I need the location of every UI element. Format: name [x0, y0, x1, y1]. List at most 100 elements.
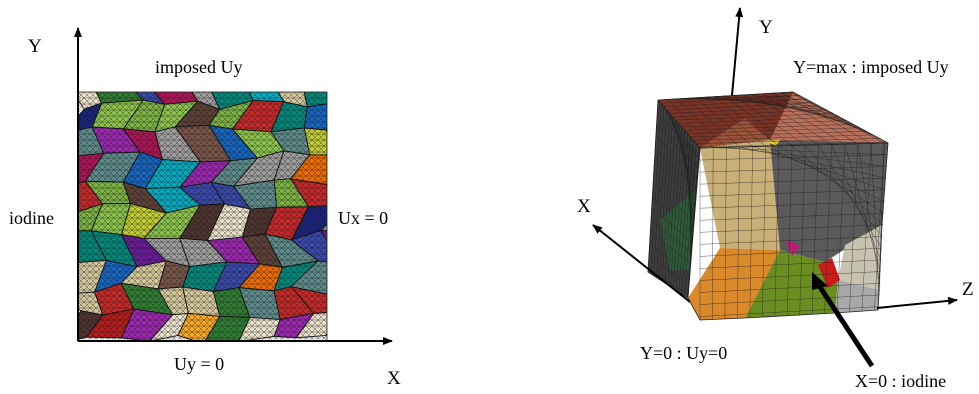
mesh-edge — [650, 103, 662, 274]
mesh-edge — [146, 160, 327, 341]
mesh-edge — [752, 146, 886, 190]
grain-cell — [319, 223, 327, 232]
mesh-edge — [724, 147, 727, 319]
mesh-edge — [699, 294, 879, 305]
mesh-edge — [78, 92, 91, 105]
mesh-edge — [275, 92, 327, 144]
mesh-edge — [78, 92, 217, 231]
mesh-edge — [317, 92, 327, 102]
mesh-edge — [778, 145, 884, 214]
mesh-edge — [140, 154, 327, 341]
mesh-edge — [78, 253, 166, 341]
mesh-edge — [78, 92, 229, 243]
mesh-edge — [78, 175, 244, 341]
cube-small-magenta-grain — [786, 240, 800, 256]
mesh-edge — [78, 92, 163, 177]
mesh-edge — [78, 289, 130, 341]
cube-small-red-grain — [818, 258, 840, 288]
left-side-label: iodine — [9, 208, 54, 228]
mesh-edge — [870, 143, 880, 295]
mesh-edge — [293, 92, 327, 126]
mesh-edge — [712, 147, 714, 320]
mesh-edge — [699, 166, 887, 173]
mesh-edge — [699, 141, 887, 148]
mesh-edge — [660, 103, 700, 159]
mesh-edge — [771, 93, 859, 144]
left-figure: Y X imposed Uy iodine Ux = 0 Uy = 0 — [9, 27, 401, 389]
mesh-edge — [78, 92, 223, 237]
mesh-edge — [672, 109, 827, 117]
mesh-edge — [705, 97, 766, 147]
mesh-edge — [652, 196, 694, 233]
mesh-edge — [233, 92, 327, 186]
mesh-edge — [699, 212, 884, 221]
cube — [647, 91, 889, 321]
mesh-edge — [792, 145, 884, 225]
mesh-edge — [323, 92, 327, 96]
mesh-edge — [78, 139, 280, 341]
mesh-edge — [78, 92, 319, 333]
mesh-edge — [281, 92, 327, 138]
mesh-edge — [699, 248, 882, 257]
mesh-edge — [690, 131, 867, 138]
cube-right-face — [770, 140, 888, 262]
grain-cell — [325, 127, 327, 131]
mesh-edge — [656, 123, 699, 170]
mesh-edge — [78, 103, 316, 341]
mesh-edge — [170, 184, 327, 341]
mesh-edge — [263, 92, 327, 156]
grain-cell — [328, 72, 365, 109]
mesh-edge — [78, 92, 157, 171]
mesh-edge — [179, 92, 327, 240]
mesh-edge — [78, 92, 139, 153]
mesh-edge — [78, 115, 304, 341]
mesh-edge — [78, 92, 97, 111]
mesh-edge — [687, 127, 860, 134]
mesh-edge — [116, 130, 327, 341]
mesh-edge — [663, 98, 807, 107]
mesh-edge — [78, 92, 151, 165]
mesh-edge — [78, 97, 322, 341]
mesh-edge — [78, 211, 208, 341]
mesh-edge — [724, 95, 793, 146]
mesh-edge — [197, 92, 327, 222]
mesh-edge — [137, 92, 327, 282]
mesh-edge — [78, 92, 181, 195]
mesh-edge — [287, 92, 327, 132]
mesh-edge — [861, 143, 872, 311]
grain-cell — [303, 127, 327, 156]
mesh-edge — [676, 98, 727, 148]
mesh-edge — [666, 102, 813, 111]
mesh-edge — [78, 92, 235, 249]
mesh-edge — [311, 92, 327, 108]
mesh-edge — [92, 106, 327, 341]
mesh-edge — [134, 148, 327, 341]
grain-cell — [303, 92, 327, 108]
mesh-edge — [194, 208, 327, 341]
mesh-edge — [648, 256, 690, 285]
mesh-edge — [101, 92, 327, 318]
mesh-edge — [173, 92, 327, 246]
mesh-edge — [699, 224, 884, 233]
mesh-edge — [752, 94, 832, 145]
mesh-edge — [78, 157, 262, 341]
mesh-edge — [78, 169, 250, 341]
right-y-axis-label: Y — [759, 17, 773, 38]
mesh-edge — [78, 92, 295, 309]
mesh-edge — [667, 99, 714, 148]
mesh-edge — [78, 92, 259, 273]
grain-cell — [330, 155, 374, 187]
mesh-edge — [787, 145, 793, 316]
mesh-edge — [714, 96, 780, 147]
mesh-edge — [742, 94, 819, 145]
right-z-axis-label: Z — [962, 279, 974, 300]
mesh-edge — [699, 271, 881, 281]
mesh-edge — [78, 92, 241, 255]
mesh-edge — [78, 92, 193, 207]
mesh-edge — [78, 92, 205, 219]
right-arrow-label: X=0 : iodine — [855, 371, 946, 391]
mesh-edge — [152, 166, 327, 341]
left-triangle-mesh — [78, 92, 327, 341]
mesh-edge — [737, 146, 740, 318]
mesh-edge — [269, 92, 327, 150]
